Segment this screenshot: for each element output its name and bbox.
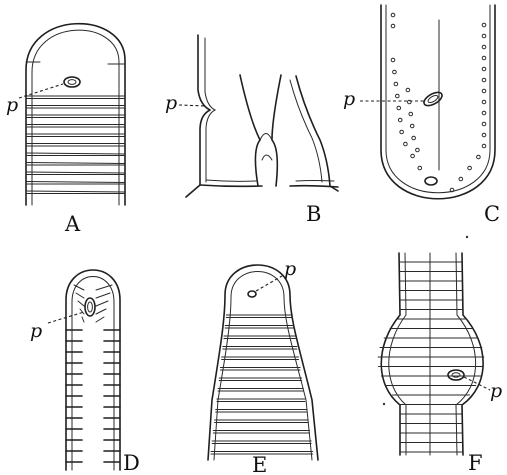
panel-b-base-inner [206, 180, 334, 181]
seta-dot [412, 136, 416, 140]
seta-dot [482, 78, 486, 82]
panel-b-right-wall [296, 76, 338, 191]
seta-dot [409, 112, 413, 116]
seta-dot [482, 89, 486, 93]
seta-dot [400, 130, 404, 134]
panel-b-label: B [306, 202, 321, 226]
seta-dot [482, 133, 486, 137]
panel-d-label: D [123, 451, 140, 475]
panel-e-label: E [252, 453, 267, 475]
seta-dot [482, 56, 486, 60]
panel-d-head-grooves [74, 285, 112, 322]
panel-b-pore-label: p [165, 92, 177, 114]
panel-b: p B [165, 35, 338, 226]
panel-e-pore-label: p [284, 258, 296, 280]
panel-f-pore-inner [452, 373, 460, 377]
panel-d: p D [30, 270, 140, 475]
panel-a-label: A [64, 212, 81, 236]
seta-dot [394, 82, 398, 86]
seta-dot [477, 155, 481, 159]
panel-a-pore-inner [68, 80, 76, 85]
panel-f-label: F [468, 451, 483, 475]
head-groove [76, 293, 84, 298]
seta-dot [418, 166, 422, 170]
seta-dot [406, 88, 410, 92]
panel-a-outline-outer [26, 24, 125, 205]
segment-ring [26, 172, 125, 173]
head-groove [96, 309, 106, 314]
panel-c-outline-inner [386, 5, 490, 193]
panel-b-base [200, 185, 338, 187]
seta-dot [391, 24, 395, 28]
panel-e: p E [208, 258, 318, 475]
panel-e-outline-inner [214, 272, 312, 461]
seta-dot [397, 106, 401, 110]
panel-e-segment-rings [211, 315, 313, 454]
seta-dot [393, 70, 397, 74]
seta-dot [411, 154, 415, 158]
panel-b-central-organ [240, 75, 281, 186]
seta-dot [391, 58, 395, 62]
seta-dot [482, 111, 486, 115]
seta-dot [482, 144, 486, 148]
segment-ring [26, 191, 125, 192]
seta-dot [398, 118, 402, 122]
panel-a-pore-label: p [6, 94, 18, 116]
panel-c-pore-label: p [343, 88, 355, 110]
seta-dot [482, 100, 486, 104]
head-groove [96, 317, 104, 322]
panel-f: p F [378, 253, 502, 475]
seta-dot [410, 124, 414, 128]
seta-dot [404, 142, 408, 146]
seta-dot [391, 13, 395, 17]
seta-dot [482, 34, 486, 38]
panel-d-pore-label: p [30, 320, 42, 342]
seta-dot [482, 23, 486, 27]
panel-e-pore [248, 291, 256, 297]
speck [466, 236, 468, 238]
panel-f-inner-right [456, 253, 476, 455]
speck [383, 403, 385, 405]
seta-dot [482, 45, 486, 49]
panel-c-terminal-pore [425, 177, 437, 185]
segment-ring [26, 182, 125, 183]
head-groove [82, 317, 84, 322]
panel-f-outline-left [381, 253, 400, 455]
segment-ring [26, 153, 125, 154]
seta-dot [396, 94, 400, 98]
panel-b-right-wall-inner [290, 80, 322, 182]
panel-b-pointer [179, 105, 206, 106]
seta-dot [468, 166, 472, 170]
panel-f-outline-right [462, 253, 483, 455]
panel-a-pore-outer [64, 77, 80, 87]
panel-c: p C [343, 5, 500, 226]
panel-d-rib-pairs [66, 330, 120, 462]
segment-ring [26, 163, 125, 164]
head-groove [96, 301, 108, 306]
panel-c-label: C [484, 202, 500, 226]
panel-b-central-tip [260, 134, 272, 161]
head-groove [78, 301, 84, 306]
panel-d-pore-inner [88, 302, 93, 312]
seta-dot [459, 177, 463, 181]
seta-dot [416, 148, 420, 152]
panel-e-pointer [256, 276, 282, 291]
panel-f-pore-outer [448, 370, 464, 380]
panel-c-pore-outer [422, 90, 444, 109]
panel-f-segment-rings [378, 262, 484, 452]
panel-f-pore-label: p [490, 380, 502, 402]
panel-d-pore-outer [85, 298, 95, 316]
seta-dot [482, 122, 486, 126]
head-groove [96, 285, 112, 290]
head-groove [96, 293, 110, 298]
panel-a: p A [6, 24, 125, 236]
seta-dot [482, 67, 486, 71]
panel-f-inner-left [389, 253, 406, 455]
